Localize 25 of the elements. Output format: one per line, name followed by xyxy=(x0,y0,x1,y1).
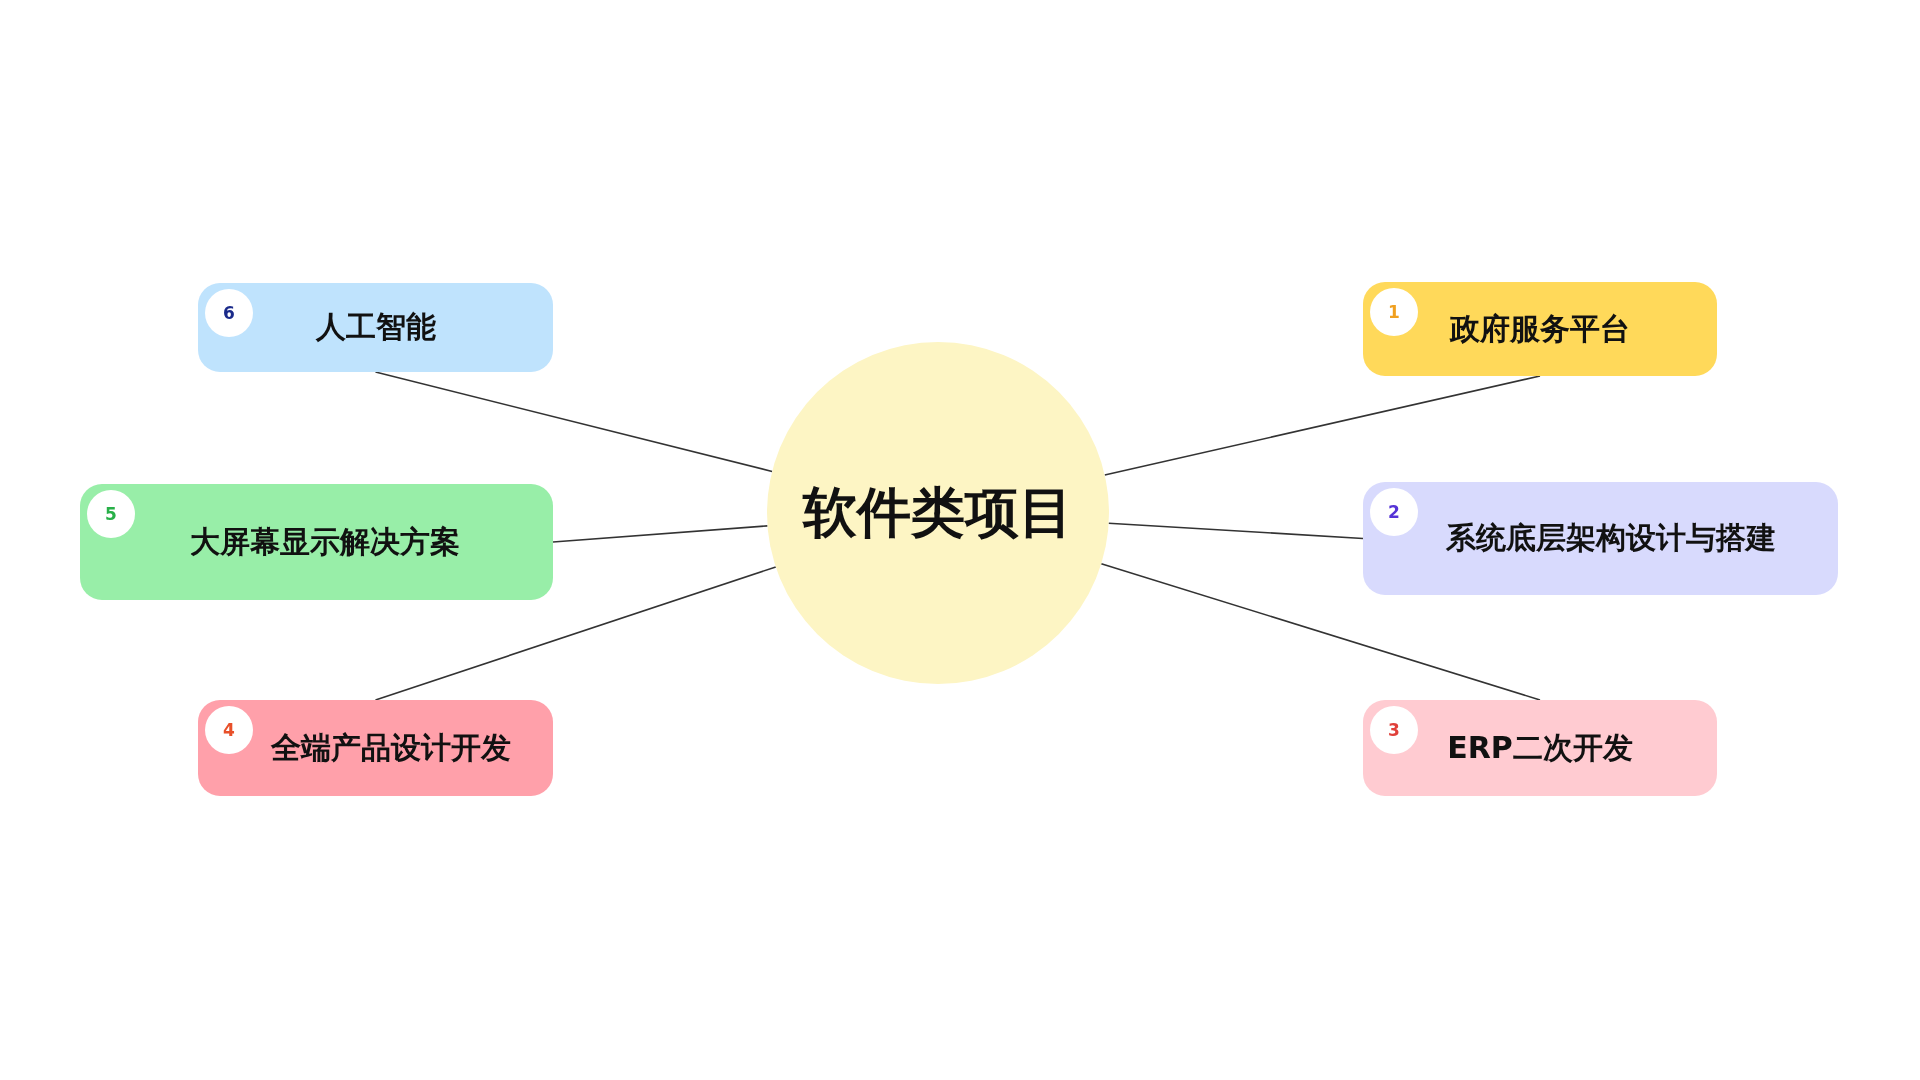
topic-label: 全端产品设计开发 xyxy=(270,728,511,767)
number-badge: 2 xyxy=(1370,488,1418,536)
connector-line xyxy=(1107,522,1364,540)
topic-box xyxy=(198,283,553,372)
topic-box xyxy=(1363,700,1717,796)
topic-label: 大屏幕显示解决方案 xyxy=(189,522,460,561)
topic-label: 系统底层架构设计与搭建 xyxy=(1445,519,1776,557)
topic-label: 人工智能 xyxy=(315,308,436,346)
topic-box xyxy=(1363,482,1838,595)
connector-line xyxy=(374,371,773,473)
topic-box xyxy=(1363,282,1717,376)
connector-line xyxy=(374,566,777,701)
connector-line xyxy=(1103,375,1541,476)
number-badge: 1 xyxy=(1370,288,1418,336)
topic-label: 政府服务平台 xyxy=(1450,309,1630,348)
topic-box xyxy=(80,484,553,600)
topic-box xyxy=(198,700,553,796)
number-badge: 5 xyxy=(87,490,135,538)
connector-line xyxy=(552,525,769,543)
topic-label: ERP二次开发 xyxy=(1447,728,1633,767)
center-circle: 软件类项目 xyxy=(767,342,1109,684)
number-badge: 6 xyxy=(205,289,253,337)
number-badge: 4 xyxy=(205,706,253,754)
connector-line xyxy=(1100,562,1541,701)
number-badge: 3 xyxy=(1370,706,1418,754)
